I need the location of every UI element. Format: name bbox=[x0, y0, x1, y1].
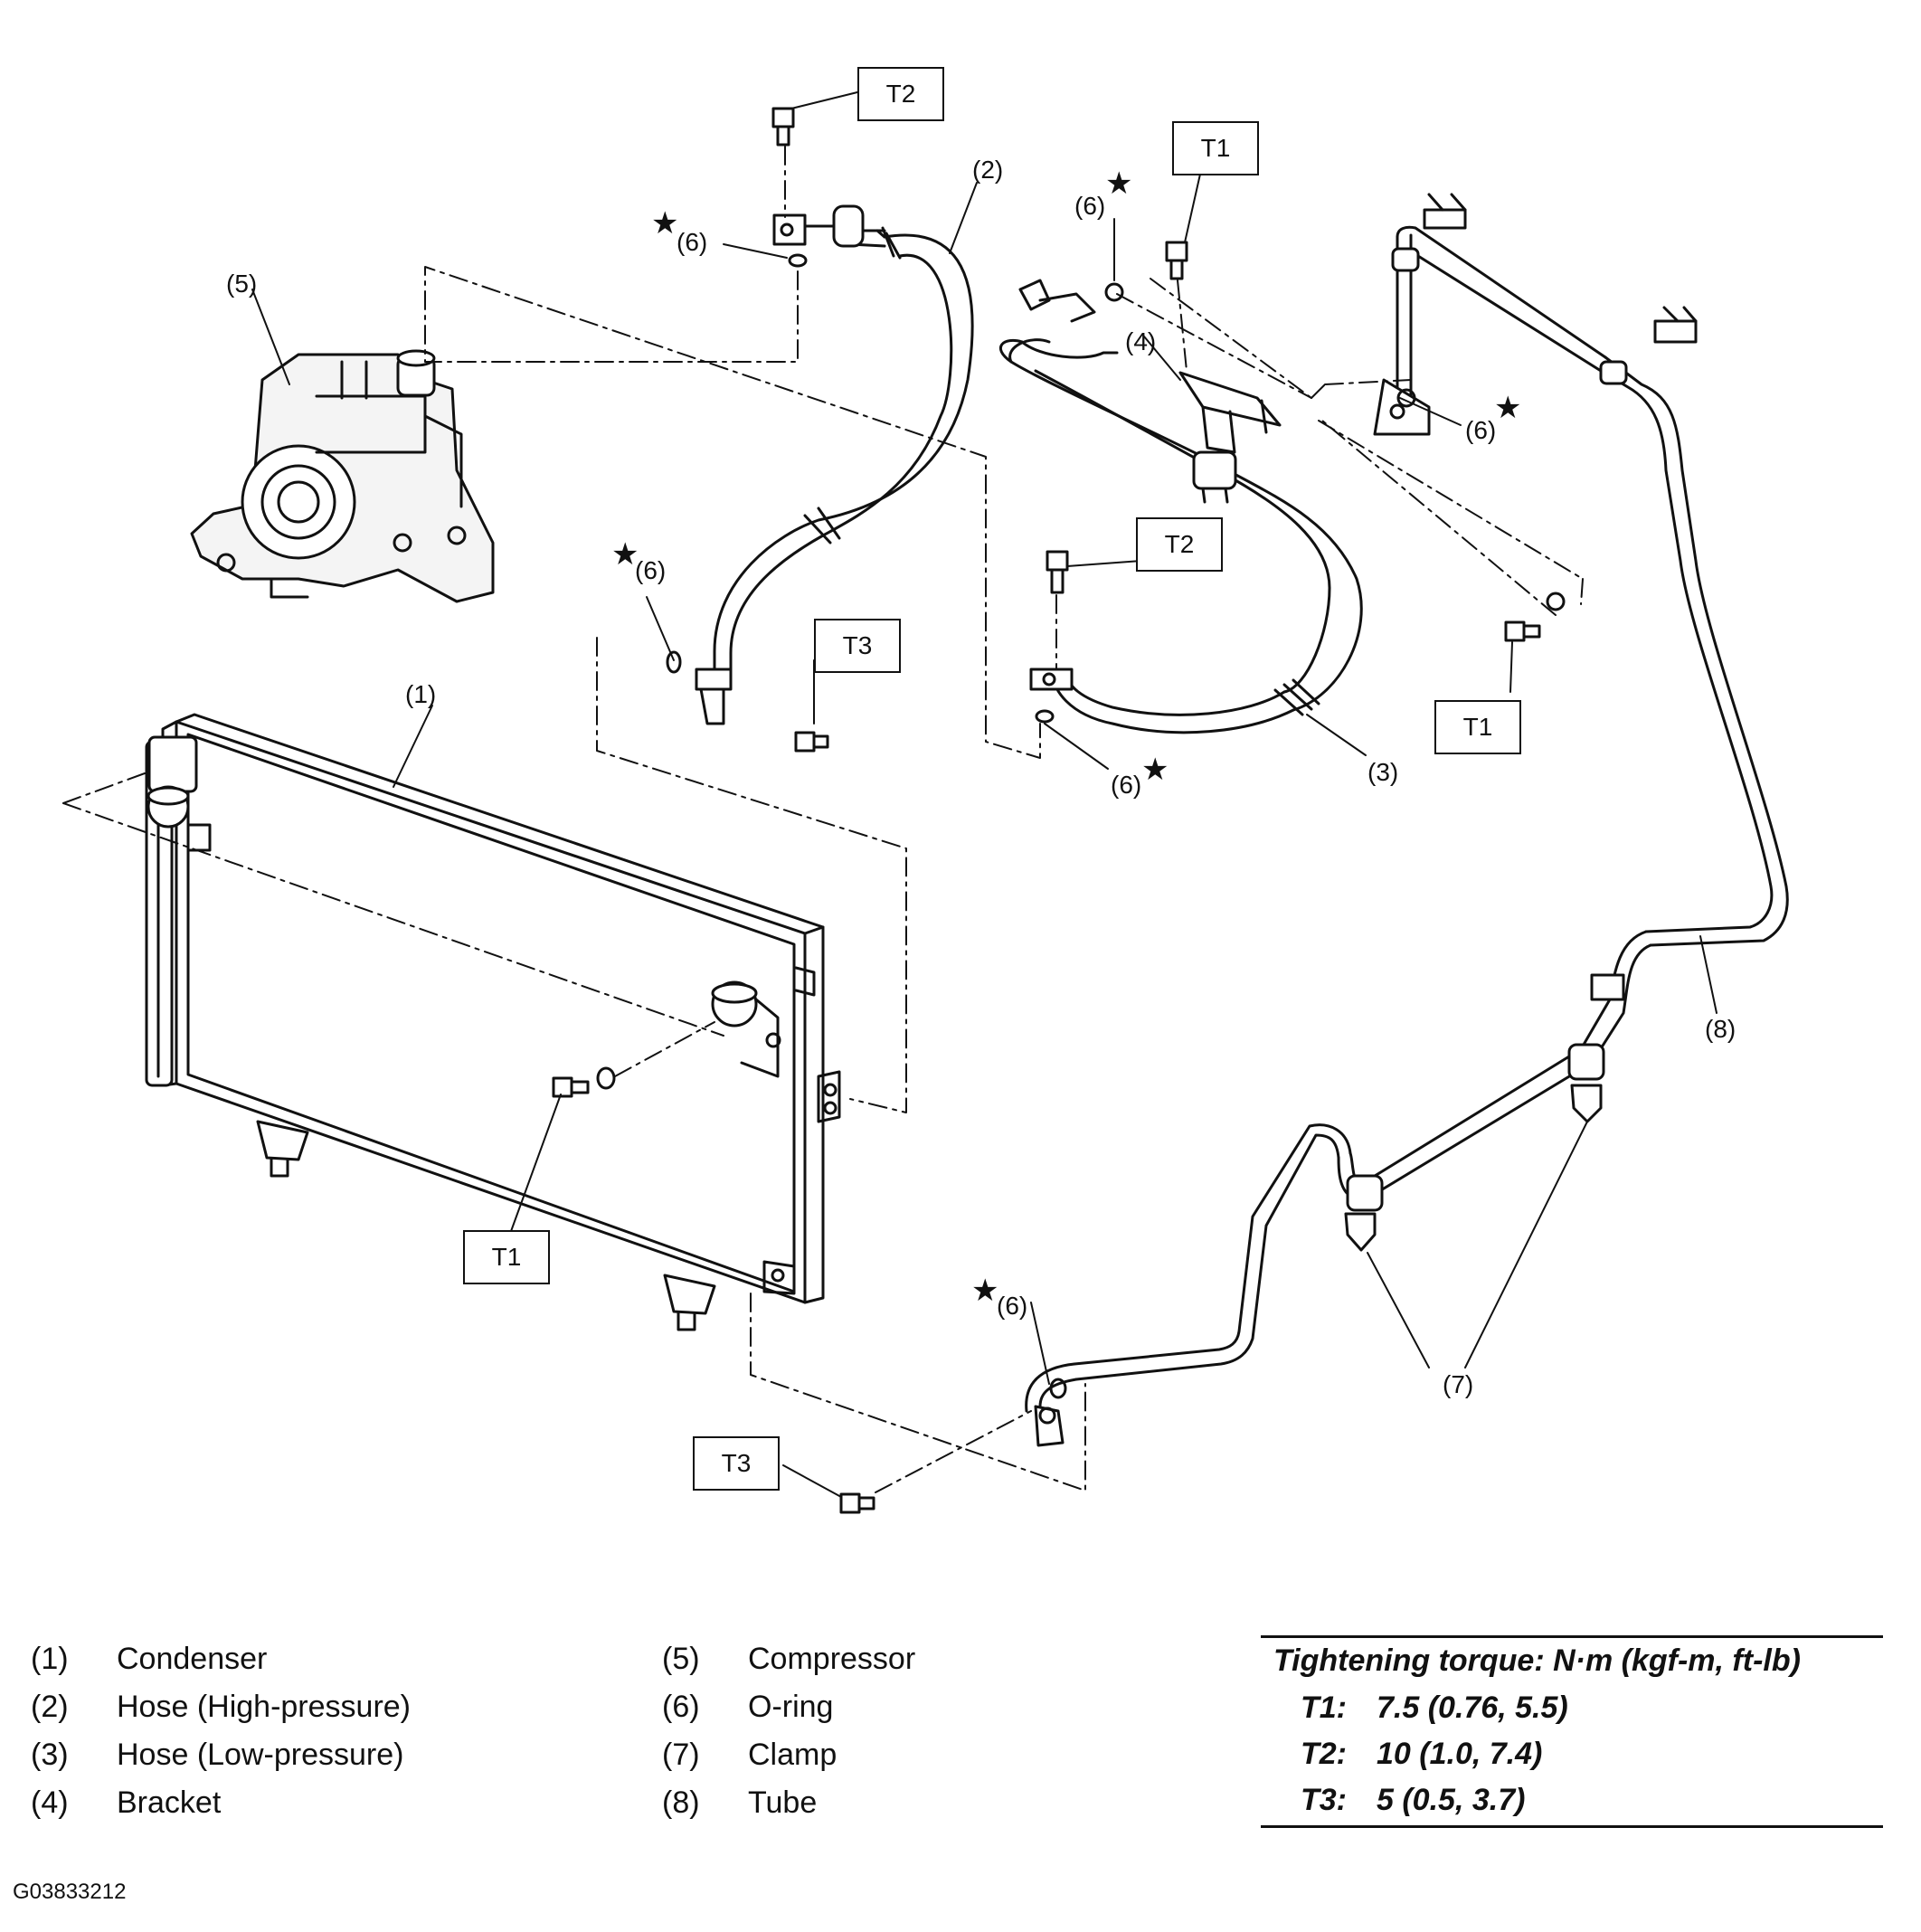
star-icon: ★ bbox=[651, 206, 679, 241]
legend-num: (6) bbox=[662, 1690, 700, 1724]
legend-num: (4) bbox=[31, 1785, 69, 1820]
star-icon: ★ bbox=[1494, 391, 1522, 425]
callout-6-label: (6) bbox=[1074, 192, 1106, 220]
exploded-diagram bbox=[62, 91, 1789, 1514]
torque-key: T1: bbox=[1301, 1690, 1347, 1725]
torque-key: T3: bbox=[1301, 1783, 1347, 1817]
legend-item: (7) Clamp bbox=[662, 1738, 1169, 1785]
callout-8-label: (8) bbox=[1705, 1015, 1736, 1043]
legend-num: (8) bbox=[662, 1785, 700, 1820]
legend-name: Hose (Low-pressure) bbox=[117, 1738, 404, 1772]
legend-name: Hose (High-pressure) bbox=[117, 1690, 411, 1724]
torque-box-t1: T1 bbox=[1172, 121, 1259, 175]
callout-7-label: (7) bbox=[1443, 1370, 1474, 1398]
compressor-drawing bbox=[190, 349, 495, 603]
callout-2-label: (2) bbox=[972, 156, 1004, 184]
callout-3-label: (3) bbox=[1367, 758, 1399, 786]
star-icon: ★ bbox=[611, 537, 639, 572]
low-pressure-hose-drawing bbox=[998, 279, 1363, 734]
legend-item: (8) Tube bbox=[662, 1785, 1169, 1833]
callout-4-label: (4) bbox=[1125, 327, 1157, 355]
bolts bbox=[552, 107, 1541, 1514]
legend-name: Tube bbox=[748, 1785, 818, 1820]
callout-6-label: (6) bbox=[1111, 771, 1142, 799]
torque-box-t3: T3 bbox=[814, 619, 901, 673]
tube-drawing bbox=[1025, 193, 1789, 1447]
callout-6-label: (6) bbox=[677, 228, 708, 256]
torque-box-t3: T3 bbox=[693, 1436, 780, 1491]
callout-6-label: (6) bbox=[1465, 416, 1497, 444]
legend-name: Condenser bbox=[117, 1642, 268, 1676]
legend-item: (2) Hose (High-pressure) bbox=[31, 1690, 591, 1738]
o-rings bbox=[596, 253, 1566, 1399]
high-pressure-hose-drawing bbox=[695, 204, 974, 725]
torque-key: T2: bbox=[1301, 1737, 1347, 1771]
legend-num: (7) bbox=[662, 1738, 700, 1772]
legend-left: (1) Condenser (2) Hose (High-pressure) (… bbox=[31, 1642, 591, 1833]
torque-table: Tightening torque: N·m (kgf-m, ft-lb) T1… bbox=[1261, 1635, 1883, 1828]
legend-item: (3) Hose (Low-pressure) bbox=[31, 1738, 591, 1785]
star-icon: ★ bbox=[971, 1274, 999, 1308]
torque-row: T2: 10 (1.0, 7.4) bbox=[1261, 1733, 1883, 1779]
callout-6-label: (6) bbox=[997, 1292, 1028, 1320]
legend-right: (5) Compressor (6) O-ring (7) Clamp (8) … bbox=[662, 1642, 1169, 1833]
torque-value: 5 (0.5, 3.7) bbox=[1377, 1783, 1526, 1817]
callout-5-label: (5) bbox=[226, 270, 258, 298]
torque-table-title: Tightening torque: N·m (kgf-m, ft-lb) bbox=[1273, 1643, 1801, 1678]
legend-name: Compressor bbox=[748, 1642, 916, 1676]
legend-item: (4) Bracket bbox=[31, 1785, 591, 1833]
torque-value: 7.5 (0.76, 5.5) bbox=[1377, 1690, 1568, 1725]
torque-box-t2: T2 bbox=[857, 67, 944, 121]
torque-row: T1: 7.5 (0.76, 5.5) bbox=[1261, 1687, 1883, 1733]
callout-1-label: (1) bbox=[405, 680, 437, 708]
leader-lines bbox=[251, 91, 1718, 1498]
star-icon: ★ bbox=[1105, 166, 1133, 201]
figure-code: G03833212 bbox=[13, 1880, 127, 1904]
torque-value: 10 (1.0, 7.4) bbox=[1377, 1737, 1543, 1771]
legend-num: (5) bbox=[662, 1642, 700, 1676]
legend-name: Clamp bbox=[748, 1738, 837, 1772]
legend-name: O-ring bbox=[748, 1690, 834, 1724]
torque-box-t1: T1 bbox=[1434, 700, 1521, 754]
assembly-lines bbox=[62, 146, 1584, 1493]
torque-row: T3: 5 (0.5, 3.7) bbox=[1261, 1779, 1883, 1825]
torque-box-t1: T1 bbox=[463, 1230, 550, 1284]
star-icon: ★ bbox=[1141, 753, 1169, 787]
legend-name: Bracket bbox=[117, 1785, 222, 1820]
legend-item: (5) Compressor bbox=[662, 1642, 1169, 1690]
legend-num: (2) bbox=[31, 1690, 69, 1724]
torque-box-t2: T2 bbox=[1136, 517, 1223, 572]
legend-item: (6) O-ring bbox=[662, 1690, 1169, 1738]
legend-num: (3) bbox=[31, 1738, 69, 1772]
callout-6-label: (6) bbox=[635, 556, 667, 584]
legend-num: (1) bbox=[31, 1642, 69, 1676]
condenser-drawing bbox=[145, 713, 841, 1331]
legend-item: (1) Condenser bbox=[31, 1642, 591, 1690]
